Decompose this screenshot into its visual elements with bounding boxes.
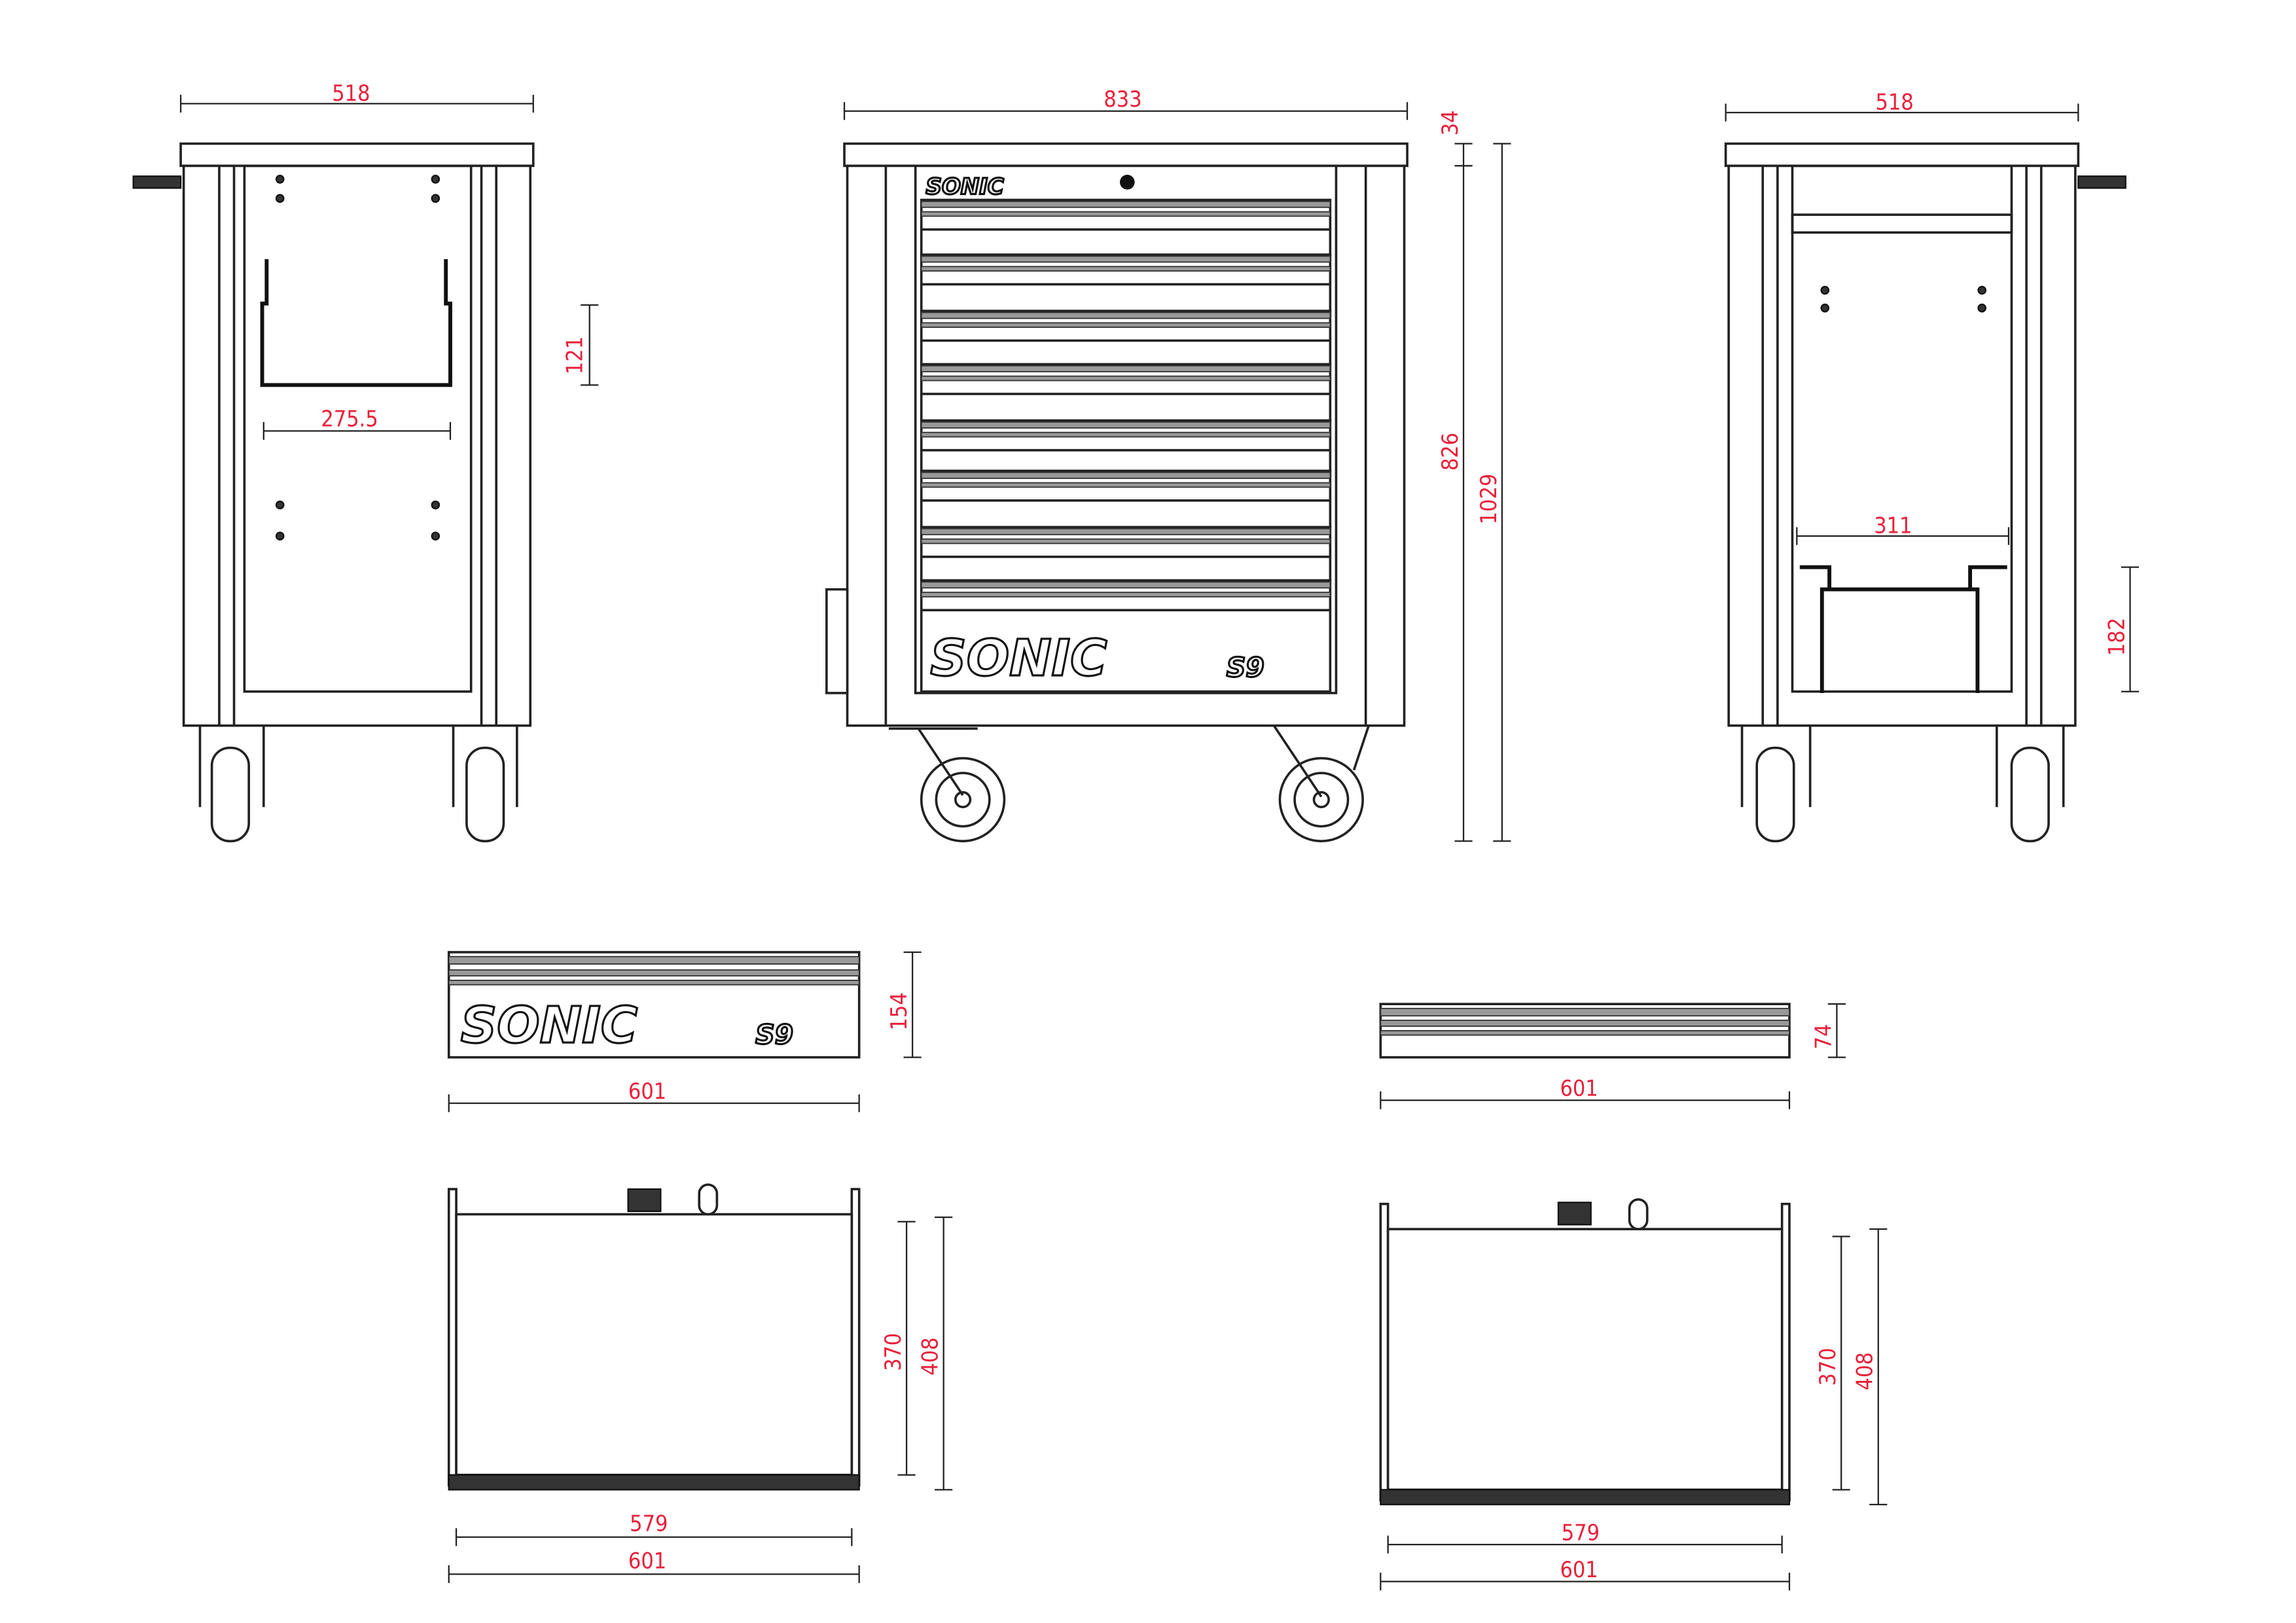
dim-right-bracket-height: 182 [2104,566,2140,692]
dim-tall-top-outer-depth: 408 [918,1216,953,1491]
dim-slim-top-inner-width: 579 [1387,1520,1783,1554]
dimension-label: 311 [1874,513,1912,539]
drawer[interactable] [920,469,1332,529]
worktop [1724,142,2080,168]
side-view-right [1724,142,2126,843]
lock-icon [1119,175,1135,190]
dimension-label: 408 [918,1338,944,1376]
dimension-annotations: 518 121 275.5 833 34 826 1029 518 311 182 154 601 74… [179,80,2140,1591]
dim-left-width: 518 [179,80,534,113]
bracket [1799,565,2007,693]
drawer-top-view-slim [1379,1198,1791,1506]
drawer-front-slim [1379,1003,1791,1059]
dimension-label: 370 [1815,1347,1841,1385]
drawer[interactable] [920,579,1332,693]
model-badge: S9 [755,1019,793,1050]
drawer-stack [920,198,1332,693]
drawer[interactable] [920,253,1332,312]
dim-front-width: 833 [843,86,1408,120]
drawer[interactable] [920,419,1332,473]
dimension-label: 833 [1103,86,1141,113]
brand-logo-small: SONIC [926,173,1004,200]
dimension-label: 601 [628,1079,666,1105]
cabinet-body [1727,164,2077,727]
drawer[interactable] [920,310,1332,366]
caster-wheel [1996,725,2065,843]
dim-slim-top-outer-width: 601 [1380,1557,1791,1591]
dim-left-bracket-height: 121 [562,304,599,386]
dim-right-width: 518 [1725,89,2079,122]
handle [132,175,182,189]
dim-front-body-height: 826 [1437,165,1473,842]
dimension-label: 601 [1560,1557,1598,1583]
drawer-front-tall: SONIC S9 [447,951,861,1059]
dim-left-bracket-width: 275.5 [262,406,452,440]
dim-drawer-slim-width: 601 [1380,1075,1791,1109]
dimension-label: 579 [630,1511,668,1537]
drawer[interactable] [920,363,1332,422]
worktop [843,142,1408,168]
dim-drawer-tall-height: 154 [886,951,922,1058]
dim-slim-top-outer-depth: 408 [1852,1228,1888,1506]
caster-wheel [888,727,1006,843]
dim-tall-top-inner-width: 579 [455,1511,853,1546]
dimension-label: 518 [1876,89,1914,115]
dimension-label: 121 [562,336,588,374]
dim-tall-top-inner-depth: 370 [880,1221,916,1476]
dim-right-bracket-width: 311 [1796,513,2010,545]
dimension-label: 34 [1437,110,1463,135]
dim-drawer-tall-width: 601 [448,1079,860,1113]
dimension-label: 601 [1560,1075,1598,1101]
dimension-label: 275.5 [321,406,378,433]
drawer[interactable] [920,526,1332,582]
dim-front-total-height: 1029 [1476,143,1511,842]
dimension-label: 154 [886,992,912,1030]
dim-slim-top-inner-depth: 370 [1815,1236,1850,1491]
dimension-label: 182 [2104,618,2130,656]
dimension-label: 74 [1810,1024,1837,1050]
dimension-label: 826 [1437,433,1463,471]
caster-wheel [452,725,518,843]
brand-logo: SONIC [461,997,637,1055]
drawer-top-view-tall [447,1183,861,1491]
drawer[interactable] [920,198,1332,257]
caster-wheel [1740,725,1812,843]
caster-wheel [198,725,265,843]
dimension-label: 579 [1562,1520,1600,1546]
brand-logo: SONIC [930,630,1107,688]
bracket [260,259,452,387]
caster-wheel [1272,724,1370,843]
cabinet-body [182,164,532,727]
dim-drawer-slim-height: 74 [1810,1003,1846,1058]
dim-front-top: 34 [1437,110,1473,167]
dimension-label: 408 [1852,1352,1878,1390]
model-badge: S9 [1227,652,1265,683]
handle [2077,175,2126,189]
worktop [179,142,535,168]
front-view: SONIC SONIC S9 [825,142,1408,843]
side-view-left [132,142,535,843]
dimension-label: 1029 [1476,474,1502,525]
dimension-label: 601 [628,1548,666,1574]
dimension-label: 370 [880,1333,906,1371]
dimension-label: 518 [332,80,370,107]
dim-tall-top-outer-width: 601 [448,1548,860,1583]
